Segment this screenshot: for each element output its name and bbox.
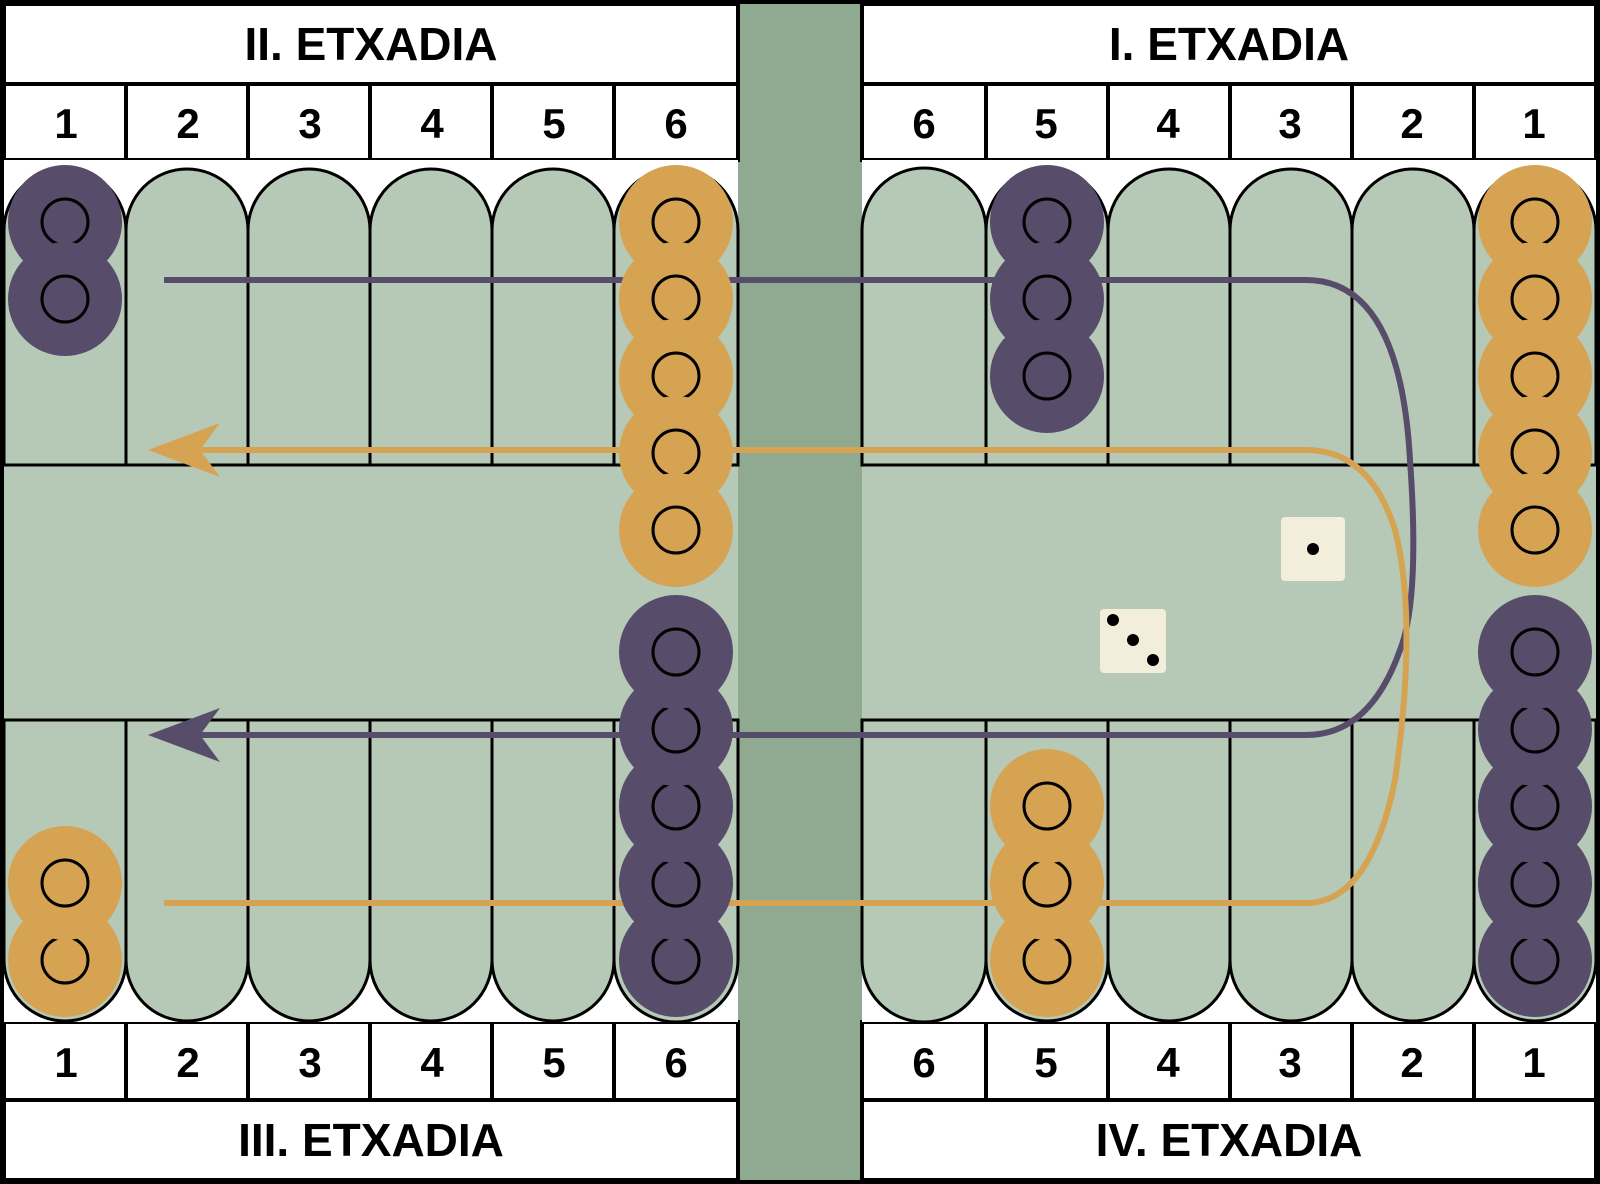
movement-arrows xyxy=(148,277,1417,906)
point-number: 2 xyxy=(176,100,199,147)
point-number: 2 xyxy=(176,1039,199,1086)
point-number: 6 xyxy=(912,1039,935,1086)
checker[interactable] xyxy=(619,473,733,587)
board-point-top[interactable] xyxy=(860,166,988,467)
point-number: 1 xyxy=(1522,100,1545,147)
board-point-bottom[interactable] xyxy=(368,718,494,1023)
point-number: 1 xyxy=(54,1039,77,1086)
quadrant-title-bottom-right: IV. ETXADIA xyxy=(1096,1114,1363,1166)
checker[interactable] xyxy=(8,826,122,940)
numbers-top-left: 1 2 3 4 5 6 xyxy=(2,82,740,162)
board-point-top[interactable] xyxy=(1228,167,1354,467)
point-number: 4 xyxy=(1156,1039,1180,1086)
die-three[interactable] xyxy=(1100,609,1166,673)
point-number: 3 xyxy=(298,100,321,147)
checker[interactable] xyxy=(8,242,122,356)
center-bar xyxy=(738,0,862,1184)
checker[interactable] xyxy=(990,749,1104,863)
board-point-top[interactable] xyxy=(246,167,372,467)
board-point-bottom[interactable] xyxy=(124,718,250,1023)
checker[interactable] xyxy=(619,595,733,709)
board-point-bottom[interactable] xyxy=(246,718,372,1023)
title-box-bottom-right: IV. ETXADIA xyxy=(860,1098,1598,1182)
board-point-bottom[interactable] xyxy=(1350,718,1476,1023)
point-number: 5 xyxy=(1034,100,1057,147)
point-number: 4 xyxy=(420,100,444,147)
board-point-bottom[interactable] xyxy=(1106,718,1232,1023)
board-point-bottom[interactable] xyxy=(490,718,616,1023)
checker[interactable] xyxy=(990,319,1104,433)
point-number: 6 xyxy=(664,100,687,147)
numbers-top-right: 6 5 4 3 2 1 xyxy=(860,82,1598,162)
board-point-top[interactable] xyxy=(368,167,494,467)
die-pip xyxy=(1127,634,1139,646)
numbers-bottom-right: 6 5 4 3 2 1 xyxy=(860,1020,1598,1102)
die-one[interactable] xyxy=(1281,517,1345,581)
middle-band xyxy=(6,468,736,718)
board-point-top[interactable] xyxy=(490,167,616,467)
light-move-path xyxy=(164,447,1410,906)
checker[interactable] xyxy=(1478,473,1592,587)
die-pip xyxy=(1107,614,1119,626)
board-point-top[interactable] xyxy=(1350,167,1476,467)
point-number: 3 xyxy=(298,1039,321,1086)
point-number: 4 xyxy=(1156,100,1180,147)
point-number: 6 xyxy=(912,100,935,147)
title-box-bottom-left: III. ETXADIA xyxy=(2,1098,740,1182)
point-number: 5 xyxy=(1034,1039,1057,1086)
dark-arrowhead xyxy=(148,708,220,762)
middle-band xyxy=(864,468,1594,718)
quadrant-title-top-right: I. ETXADIA xyxy=(1109,18,1349,70)
point-number: 6 xyxy=(664,1039,687,1086)
die-pip xyxy=(1307,543,1319,555)
dark-move-path xyxy=(164,277,1417,738)
point-number: 5 xyxy=(542,100,565,147)
board-point-top[interactable] xyxy=(1106,167,1232,467)
point-number: 2 xyxy=(1400,100,1423,147)
numbers-bottom-left: 1 2 3 4 5 6 xyxy=(2,1020,740,1102)
die-pip xyxy=(1147,654,1159,666)
board-point-top[interactable] xyxy=(124,167,250,467)
title-box-top-right: I. ETXADIA xyxy=(860,2,1598,86)
checkers xyxy=(8,165,1592,1017)
point-number: 2 xyxy=(1400,1039,1423,1086)
board-point-bottom[interactable] xyxy=(860,718,988,1024)
title-box-top-left: II. ETXADIA xyxy=(2,2,740,86)
point-number: 3 xyxy=(1278,100,1301,147)
point-number: 1 xyxy=(1522,1039,1545,1086)
point-number: 3 xyxy=(1278,1039,1301,1086)
dice xyxy=(1100,517,1345,673)
checker[interactable] xyxy=(1478,595,1592,709)
board-point-bottom[interactable] xyxy=(1228,718,1354,1023)
quadrant-title-top-left: II. ETXADIA xyxy=(244,18,497,70)
point-number: 5 xyxy=(542,1039,565,1086)
point-number: 1 xyxy=(54,100,77,147)
quadrant-title-bottom-left: III. ETXADIA xyxy=(238,1114,504,1166)
point-number: 4 xyxy=(420,1039,444,1086)
light-arrowhead xyxy=(148,423,220,477)
